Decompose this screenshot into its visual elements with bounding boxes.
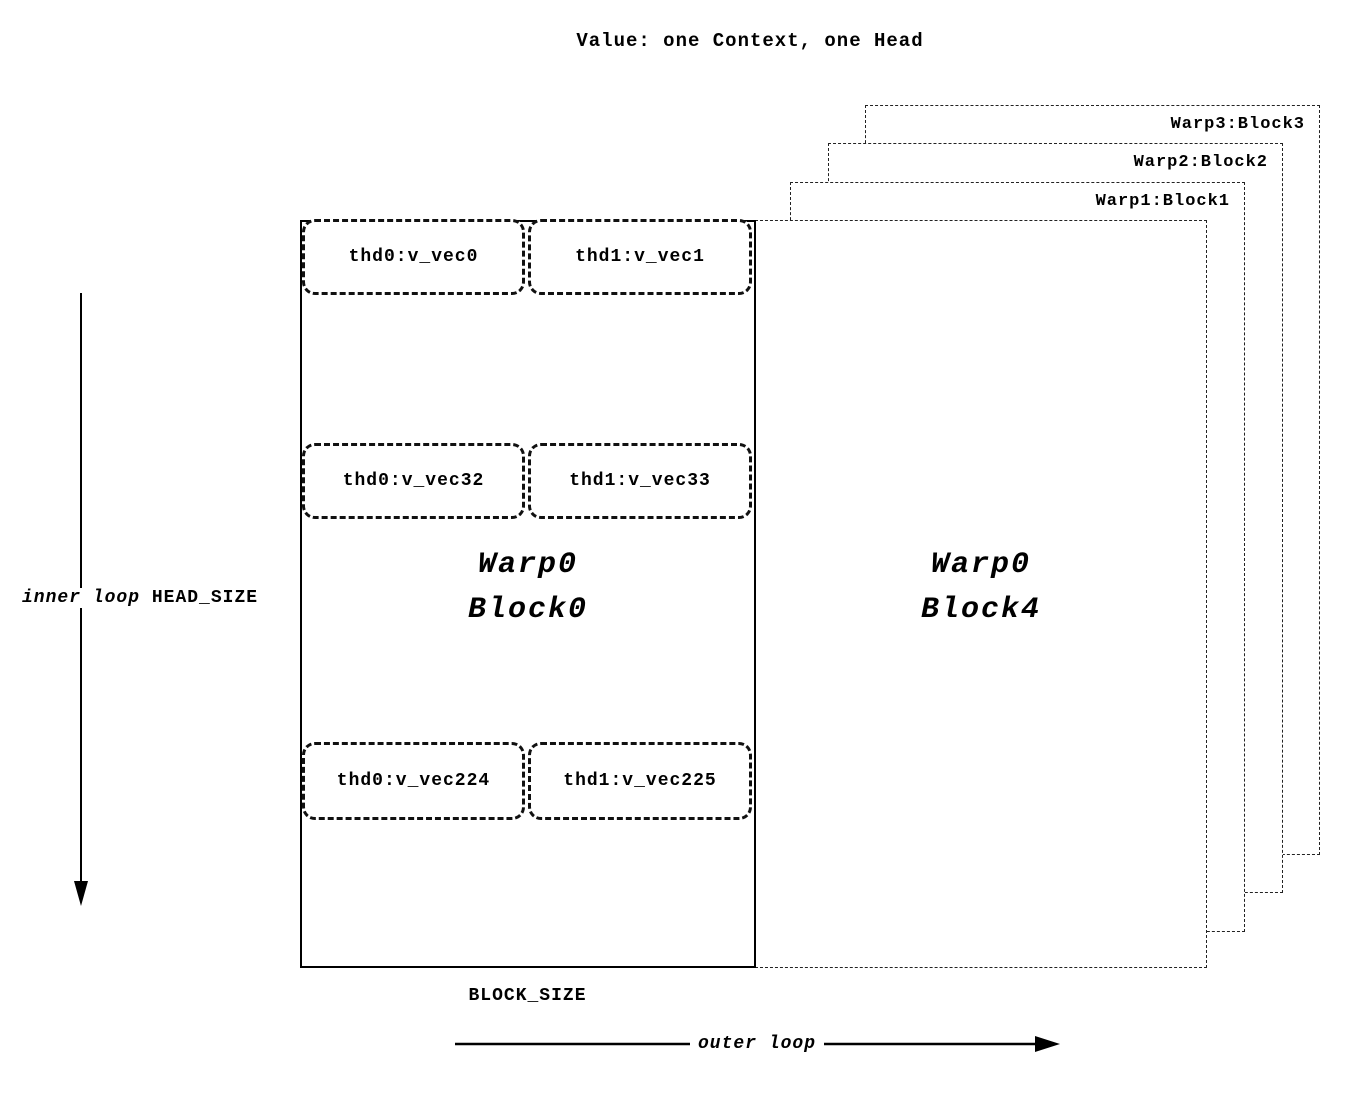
warp0-block4-label: Warp0 Block4 (755, 543, 1207, 633)
warp0-block0-line2: Block0 (467, 593, 589, 627)
outer-loop-axis-label: outer loop (690, 1034, 825, 1054)
warp0-block4-line2: Block4 (920, 593, 1042, 627)
warp0-block4-rect (755, 220, 1207, 968)
thd-cell-vec32: thd0:v_vec32 (302, 443, 525, 519)
thd-cell-vec0: thd0:v_vec0 (302, 219, 525, 295)
block-size-label: BLOCK_SIZE (468, 986, 587, 1006)
inner-loop-axis-label: inner loop HEAD_SIZE (22, 588, 259, 608)
thd-cell-vec33: thd1:v_vec33 (528, 443, 752, 519)
inner-loop-text: inner loop (22, 588, 141, 608)
warp0-block0-label: Warp0 Block0 (300, 543, 756, 633)
thd-cell-vec224: thd0:v_vec224 (302, 742, 525, 820)
head-size-text: HEAD_SIZE (151, 588, 259, 608)
warp1-block1-label: Warp1:Block1 (1095, 192, 1230, 211)
warp3-block3-label: Warp3:Block3 (1170, 115, 1305, 134)
diagram-title: Value: one Context, one Head (576, 30, 924, 52)
warp0-block0-line1: Warp0 (477, 548, 578, 582)
warp0-block0-rect (300, 220, 756, 968)
warp2-block2-label: Warp2:Block2 (1133, 153, 1268, 172)
warp0-block4-line1: Warp0 (930, 548, 1031, 582)
thd-cell-vec1: thd1:v_vec1 (528, 219, 752, 295)
thd-cell-vec225: thd1:v_vec225 (528, 742, 752, 820)
